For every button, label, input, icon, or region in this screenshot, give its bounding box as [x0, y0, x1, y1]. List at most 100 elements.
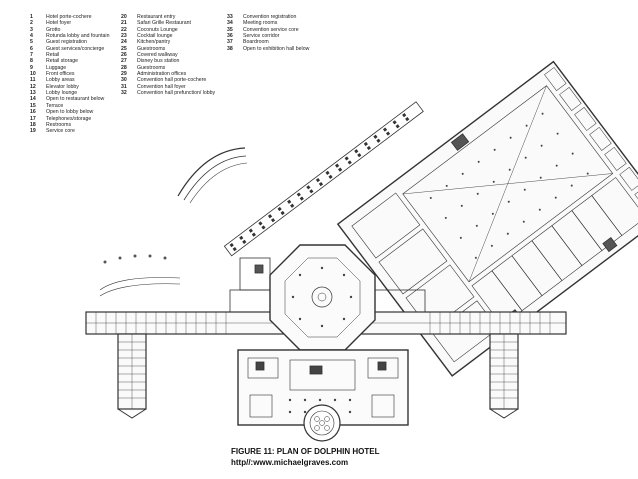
legend-item: 25 Guestrooms	[121, 46, 217, 52]
legend-item: 14 Open to restaurant below	[30, 96, 109, 102]
legend-item: 9 Luggage	[30, 65, 109, 71]
legend-label: Grotto	[46, 26, 61, 33]
legend-number: 7	[30, 52, 33, 59]
legend-number: 1	[30, 14, 33, 20]
legend-label: Retail	[46, 52, 60, 59]
legend-item: 19 Service core	[30, 128, 109, 134]
legend-number: 4	[30, 33, 33, 40]
legend-label: Front offices	[46, 71, 75, 78]
legend-label: Open to exhibition hall below	[243, 45, 310, 52]
figure-caption: FIGURE 11: PLAN OF DOLPHIN HOTEL http//:…	[231, 446, 379, 468]
legend-number: 23	[121, 33, 127, 40]
legend-label: Hotel foyer	[46, 20, 72, 27]
legend-item: 30 Convention hall porte-cochere	[121, 77, 217, 83]
legend-number: 24	[121, 39, 127, 46]
legend-label: Retail storage	[46, 58, 79, 65]
legend-item: 7 Retail	[30, 52, 109, 58]
legend-label: Telephones/storage	[46, 115, 92, 122]
legend-label: Safari Grille Restaurant	[137, 20, 191, 27]
legend-number: 10	[30, 71, 36, 78]
legend-label: Lobby lounge	[46, 90, 78, 97]
legend-number: 36	[227, 33, 233, 40]
legend-number: 2	[30, 20, 33, 27]
legend-number: 3	[30, 26, 33, 33]
driveway	[99, 254, 181, 297]
legend-label: Convention hall porte-cochere	[137, 77, 207, 84]
legend-label: Open to restaurant below	[46, 96, 105, 103]
legend-label: Convention hall foyer	[137, 83, 186, 90]
legend-number: 15	[30, 102, 36, 109]
side-pavilions	[229, 257, 426, 313]
legend-number: 13	[30, 90, 36, 97]
legend-label: Administration offices	[137, 71, 187, 78]
legend-label: Boardroom	[243, 39, 269, 46]
legend-label: Guest services/concierge	[46, 45, 105, 52]
legend-label: Open to lobby below	[46, 109, 94, 116]
legend-number: 27	[121, 58, 127, 65]
legend-item: 22 Coconuts Lounge	[121, 27, 217, 33]
legend-label: Covered walkway	[137, 52, 178, 59]
legend-number: 29	[121, 71, 127, 78]
legend-label: Restaurant entry	[137, 14, 176, 20]
canopy-arc	[177, 147, 248, 204]
legend-label: Restrooms	[46, 121, 72, 128]
legend-number: 30	[121, 77, 127, 84]
legend-label: Elevator lobby	[46, 83, 79, 90]
legend-number: 25	[121, 45, 127, 52]
legend-label: Guestrooms	[137, 45, 166, 52]
legend-item: 18 Restrooms	[30, 122, 109, 128]
legend-number: 22	[121, 26, 127, 33]
legend-number: 35	[227, 26, 233, 33]
legend-number: 34	[227, 20, 233, 27]
legend-item: 20 Restaurant entry	[121, 14, 217, 20]
guestroom-wing-left	[117, 333, 147, 419]
legend-number: 28	[121, 64, 127, 71]
legend-item: 23 Cocktail lounge	[121, 33, 217, 39]
legend-number: 18	[30, 121, 36, 128]
legend-number: 20	[121, 14, 127, 20]
guestroom-wing-right	[489, 333, 519, 419]
legend-number: 37	[227, 39, 233, 46]
legend-label: Service corridor	[243, 33, 280, 40]
rotunda-lobby	[269, 244, 376, 351]
legend-number: 19	[30, 128, 36, 135]
legend-item: 31 Convention hall foyer	[121, 84, 217, 90]
legend-label: Service core	[46, 128, 75, 135]
legend-number: 31	[121, 83, 127, 90]
legend-item: 35 Convention service core	[227, 27, 309, 33]
legend-number: 16	[30, 109, 36, 116]
legend-number: 14	[30, 96, 36, 103]
legend-item: 2 Hotel foyer	[30, 20, 109, 26]
legend-item: 16 Open to lobby below	[30, 109, 109, 115]
legend-label: Cocktail lounge	[137, 33, 173, 40]
legend-item: 3 Grotto	[30, 27, 109, 33]
legend-label: Disney bus station	[137, 58, 180, 65]
legend-item: 29 Administration offices	[121, 71, 217, 77]
legend-number: 21	[121, 20, 127, 27]
legend-item: 24 Kitchen/pantry	[121, 39, 217, 45]
legend-label: Convention service core	[243, 26, 299, 33]
legend-label: Coconuts Lounge	[137, 26, 178, 33]
legend-label: Kitchen/pantry	[137, 39, 171, 46]
legend-item: 27 Disney bus station	[121, 58, 217, 64]
legend-label: Luggage	[46, 64, 67, 71]
covered-walkway	[223, 101, 424, 257]
legend-number: 9	[30, 64, 33, 71]
legend-item: 37 Boardroom	[227, 39, 309, 45]
